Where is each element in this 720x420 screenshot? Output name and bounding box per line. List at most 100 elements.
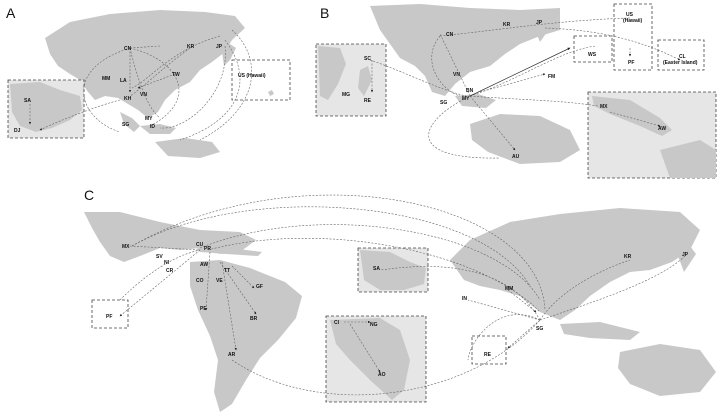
- panel-a-route: [39, 99, 121, 131]
- panel-a-inset-land: [10, 82, 82, 132]
- panel-c-route: [199, 224, 541, 301]
- panel-c-route: [539, 259, 631, 321]
- label-b-easter: (Easter Island): [663, 60, 698, 66]
- panel-c-re-box: [471, 335, 507, 365]
- panel-b-route: [469, 45, 597, 97]
- label-c-ve: VE: [216, 278, 223, 284]
- label-c-tt: TT: [224, 268, 230, 274]
- panel-c-route: [467, 299, 541, 321]
- label-b-jp: JP: [536, 20, 543, 26]
- panel-b-cl-box: [657, 39, 705, 71]
- panel-b-inset-mada: [358, 66, 372, 96]
- label-b-sc: SC: [364, 56, 371, 62]
- label-c-gf: GF: [256, 284, 263, 290]
- panel-c-route: [539, 255, 686, 321]
- panel-a-route: [129, 47, 161, 119]
- panel-c-south-america: [190, 260, 302, 412]
- panel-c-north-america: [84, 212, 256, 262]
- panel-c-route: [221, 261, 237, 351]
- panel-a-route: [199, 29, 252, 141]
- panel-b-inset-sa-land: [660, 140, 716, 178]
- label-a-kh: KH: [124, 96, 132, 102]
- panel-c-route: [379, 266, 541, 321]
- label-b-aw: AW: [658, 126, 666, 132]
- panel-c-route: [119, 249, 201, 301]
- label-c-co: CO: [196, 278, 204, 284]
- panel-b-route: [428, 95, 501, 159]
- panel-b-australia: [470, 114, 580, 164]
- panel-a-islands: [140, 124, 176, 134]
- panel-b-islands: [455, 94, 496, 108]
- panel-b-ws-box: [573, 35, 613, 63]
- panel-c-australia: [618, 344, 716, 396]
- label-b-fm: FM: [548, 74, 555, 80]
- label-c-pf: PF: [106, 314, 112, 320]
- panel-a-seasia: [120, 112, 140, 132]
- label-c-mm: MM: [505, 286, 513, 292]
- panel-a-route: [131, 35, 221, 89]
- label-c-sa: SA: [373, 266, 380, 272]
- label-a-cn: CN: [124, 46, 132, 52]
- panel-c-indonesia: [560, 322, 640, 340]
- label-b-hawaii: (Hawaii): [623, 18, 643, 24]
- panel-a-route: [179, 39, 241, 141]
- label-b-cn: CN: [446, 32, 454, 38]
- label-b-sg: SG: [440, 100, 447, 106]
- label-c-pr: PR: [204, 246, 211, 252]
- panel-c: C MX: [84, 187, 716, 412]
- panel-a-route: [129, 45, 161, 49]
- label-c-sv: SV: [156, 254, 163, 260]
- panel-c-route: [231, 319, 541, 396]
- panel-c-route: [349, 323, 381, 373]
- panel-c-inset-africa-land: [330, 318, 410, 400]
- panel-a-hawaii-box: [231, 59, 291, 101]
- panel-b-japan: [535, 22, 550, 42]
- label-b-mx: MX: [600, 104, 608, 110]
- panel-c-route: [507, 319, 541, 349]
- panel-a-route: [137, 73, 176, 89]
- panel-b-letter: B: [320, 5, 329, 21]
- label-a-id: ID: [150, 124, 155, 130]
- label-b-re: RE: [364, 98, 372, 104]
- panel-b-route: [479, 73, 546, 93]
- label-a-kr: KR: [187, 44, 195, 50]
- panel-a-letter: A: [6, 5, 16, 21]
- label-a-la: LA: [120, 78, 127, 84]
- label-c-pe: PE: [200, 306, 207, 312]
- panel-a-asia-land: [45, 10, 245, 118]
- label-c-mx: MX: [122, 244, 130, 250]
- panel-a: A CN KR JP TW MM LA VN KH SG: [6, 5, 291, 158]
- panel-b-route: [431, 35, 461, 97]
- panel-a-route: [83, 47, 131, 133]
- label-b-vn: VN: [453, 72, 460, 78]
- panel-b-route: [439, 33, 471, 97]
- panel-c-route: [219, 261, 257, 315]
- label-c-kr: KR: [624, 254, 632, 260]
- label-c-ng: NG: [370, 322, 378, 328]
- panel-b-route: [439, 17, 631, 37]
- panel-c-eurasia: [450, 208, 700, 320]
- panel-a-hawaii-land: [268, 90, 274, 96]
- label-c-in: IN: [462, 296, 467, 302]
- label-c-cu: CU: [196, 242, 204, 248]
- panel-c-japan: [678, 246, 696, 272]
- label-c-ar: AR: [228, 352, 236, 358]
- panel-c-route: [207, 238, 541, 313]
- label-c-br: BR: [250, 316, 258, 322]
- label-c-aw: AW: [200, 262, 208, 268]
- label-c-ao: AO: [378, 372, 386, 378]
- label-b-kr: KR: [503, 22, 511, 28]
- label-c-cr: CR: [166, 268, 174, 274]
- panel-c-caribbean: [196, 246, 262, 256]
- label-a-vn: VN: [140, 92, 147, 98]
- panel-c-route: [129, 245, 201, 251]
- panel-c-route: [507, 289, 537, 313]
- label-b-us: US: [626, 12, 634, 18]
- panel-b-inset-africa: [318, 46, 346, 100]
- panel-b-asia-land: [370, 4, 560, 96]
- label-c-sg: SG: [536, 326, 543, 332]
- panel-b-route: [544, 27, 681, 61]
- panel-c-route: [231, 265, 255, 289]
- label-c-ci: CI: [334, 320, 340, 326]
